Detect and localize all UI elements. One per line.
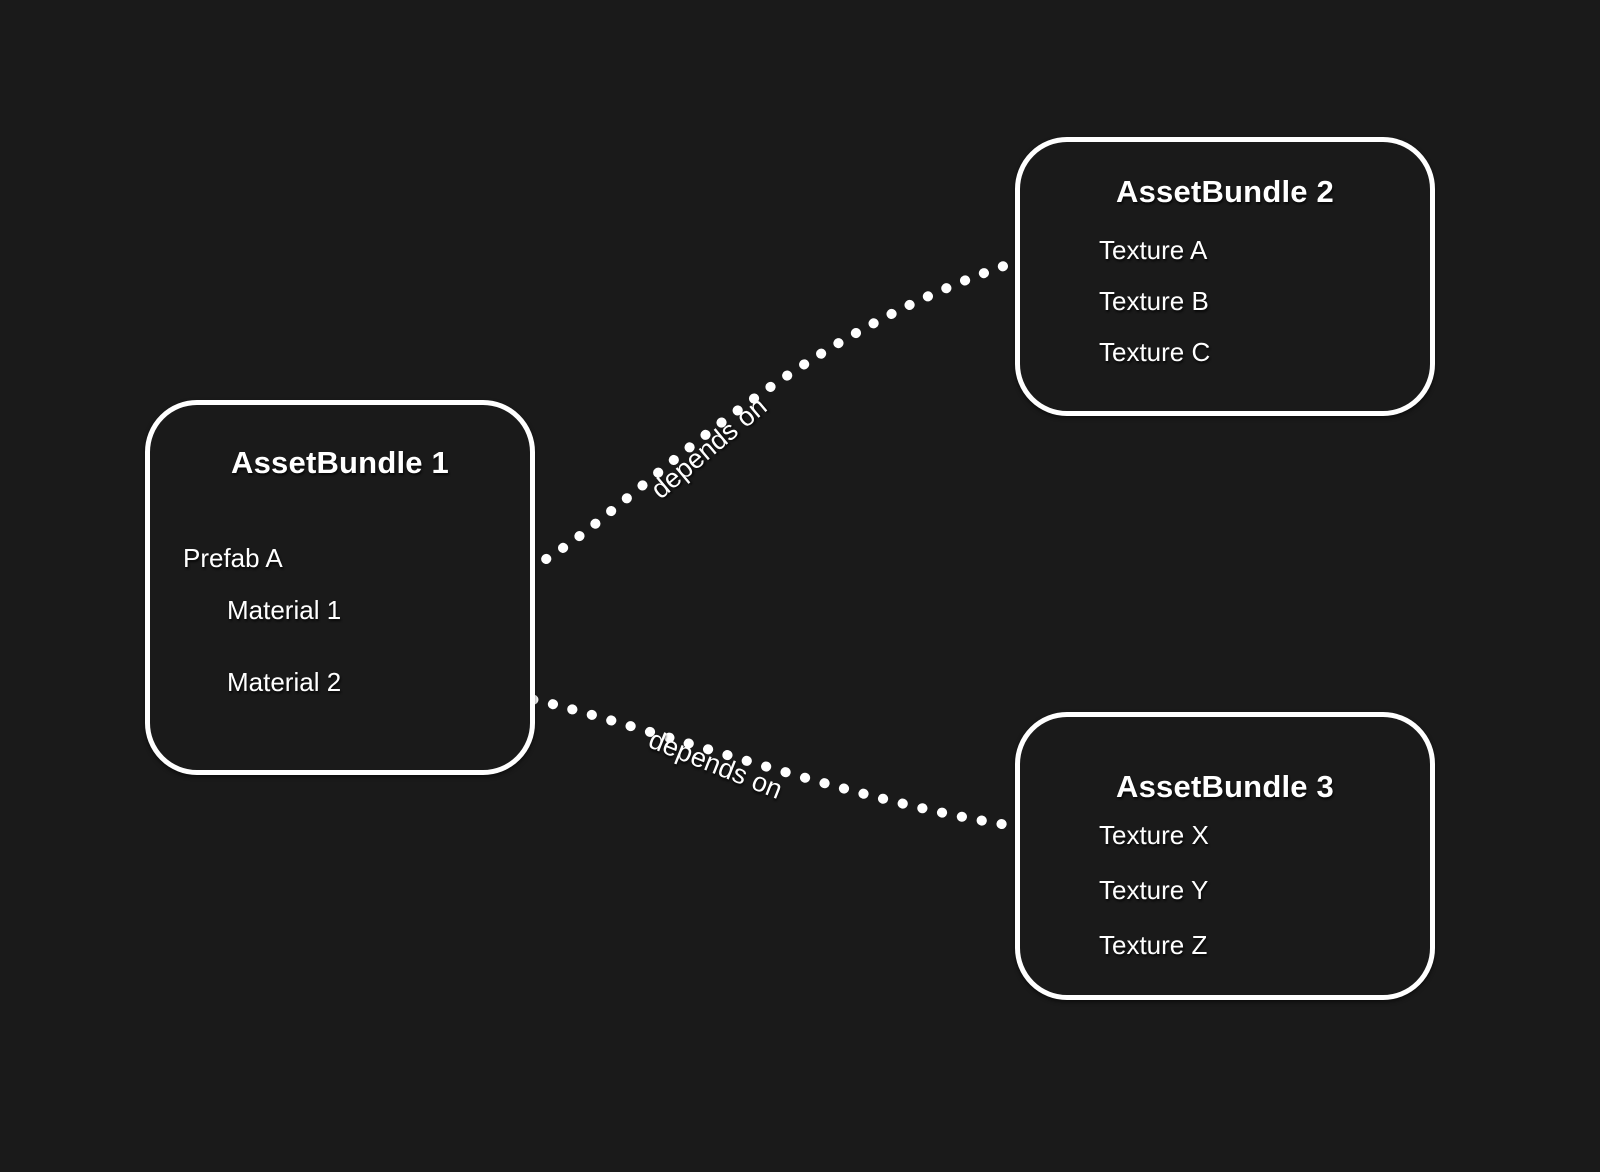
- node-title: AssetBundle 2: [1116, 174, 1334, 209]
- node-assetbundle-2[interactable]: AssetBundle 2 Texture A Texture B Textur…: [1015, 137, 1435, 416]
- node-item-prefab-a: Prefab A: [183, 543, 283, 573]
- edge-label-depends-on-upper: depends on: [645, 390, 773, 505]
- node-item-texture-b: Texture B: [1099, 286, 1209, 316]
- node-item-material-2: Material 2: [227, 667, 342, 697]
- node-item-texture-z: Texture Z: [1099, 930, 1208, 960]
- node-item-material-1: Material 1: [227, 595, 342, 625]
- edge-label-depends-on-lower: depends on: [644, 724, 787, 805]
- node-assetbundle-3[interactable]: AssetBundle 3 Texture X Texture Y Textur…: [1015, 712, 1435, 1000]
- node-item-texture-a: Texture A: [1099, 235, 1208, 265]
- node-item-texture-c: Texture C: [1099, 337, 1211, 367]
- node-item-texture-x: Texture X: [1099, 820, 1209, 850]
- node-assetbundle-1[interactable]: AssetBundle 1 Prefab A Material 1 Materi…: [145, 400, 535, 775]
- node-title: AssetBundle 3: [1116, 769, 1334, 804]
- node-title: AssetBundle 1: [231, 445, 449, 480]
- node-item-texture-y: Texture Y: [1099, 875, 1209, 905]
